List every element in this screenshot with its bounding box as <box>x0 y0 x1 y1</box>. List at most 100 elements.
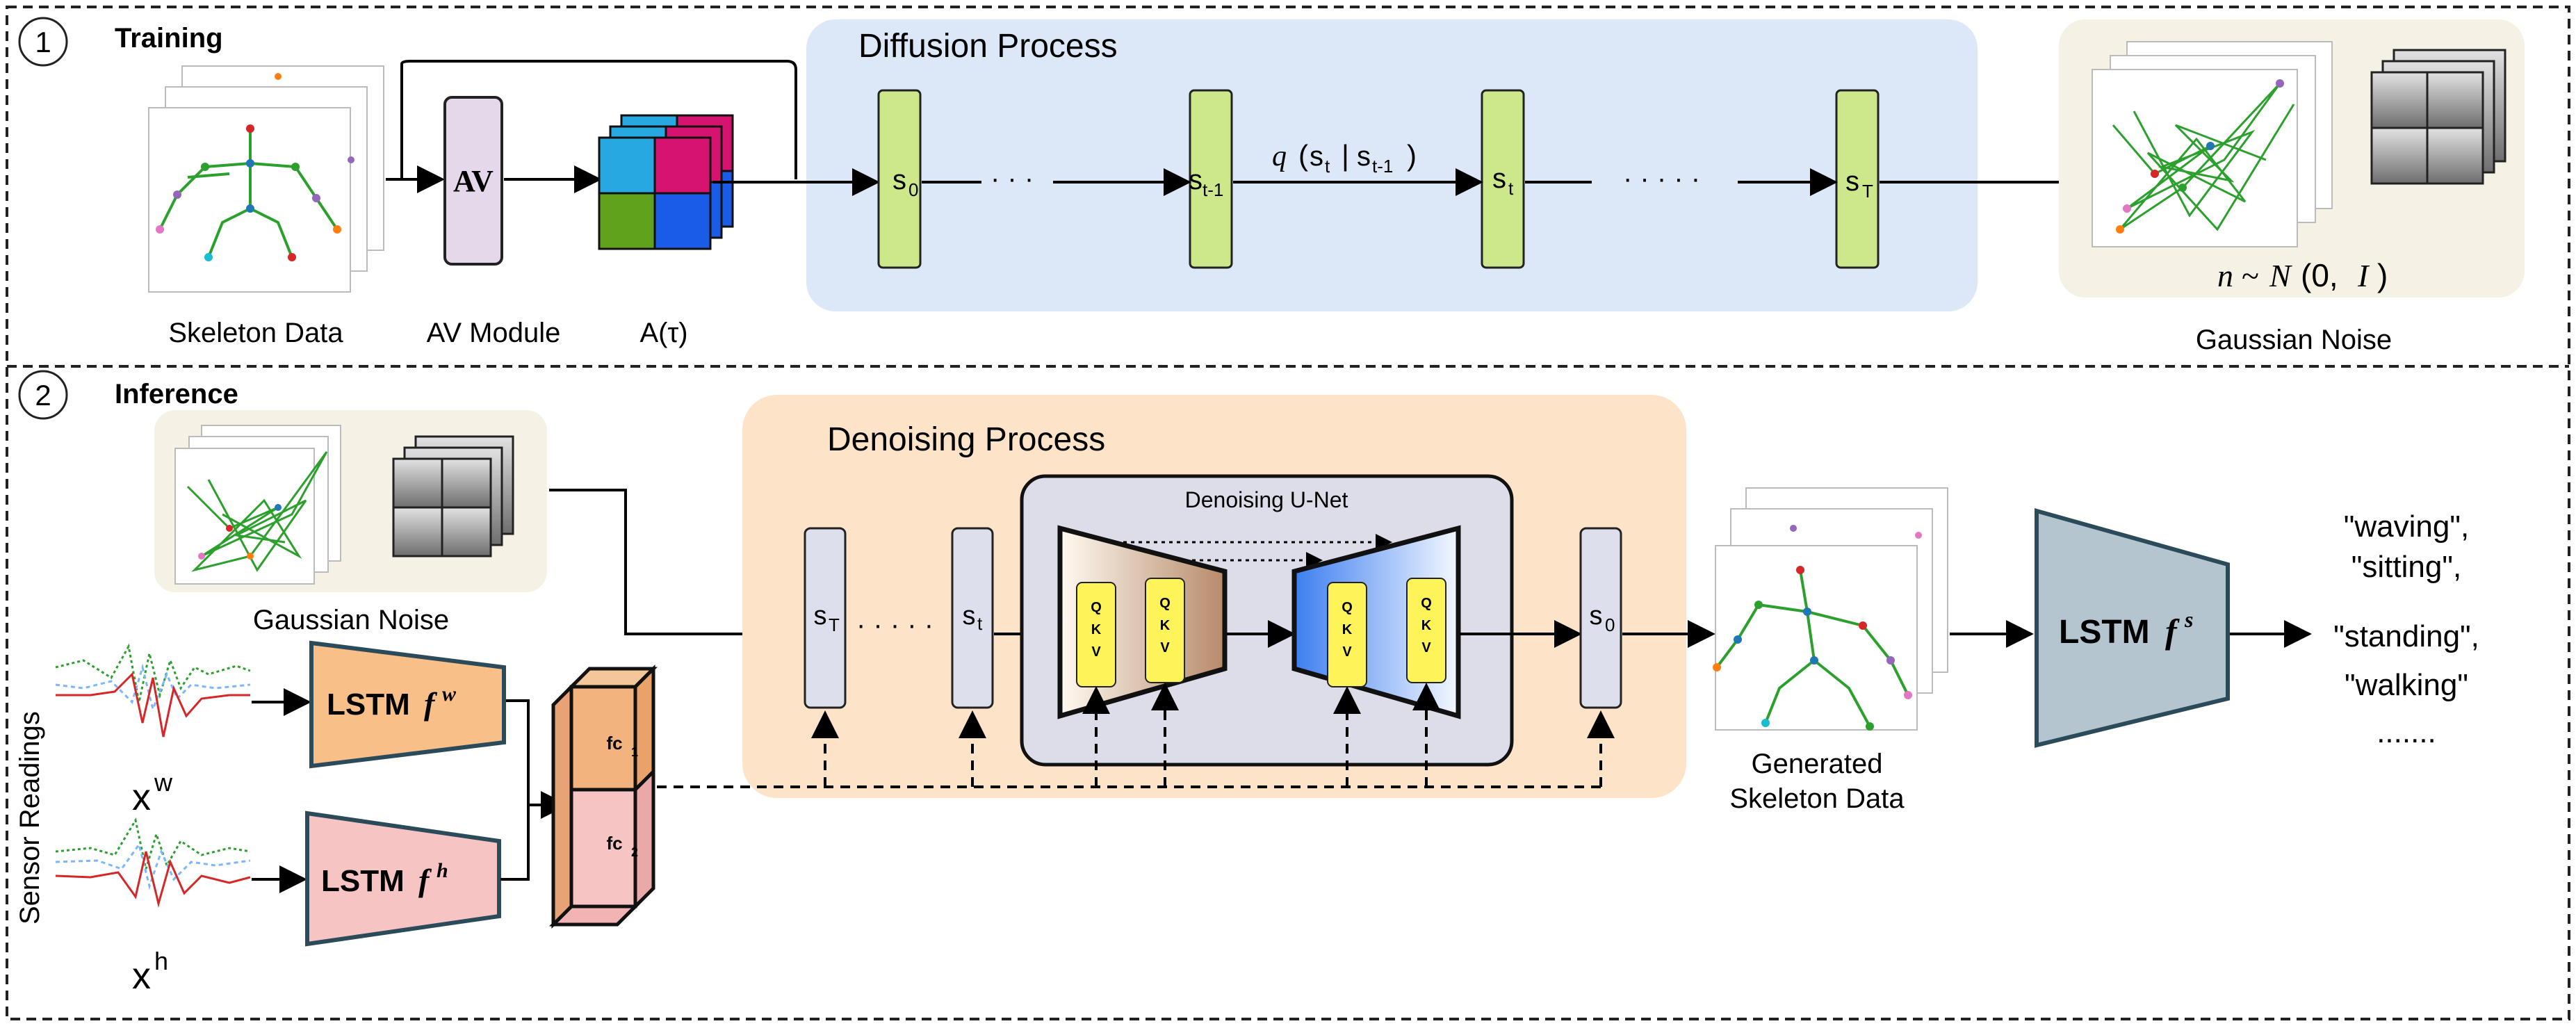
diffusion-state-s0: s 0 <box>877 89 922 269</box>
activity-label-3: "standing", <box>2333 619 2479 653</box>
av-block-label: AV <box>453 164 494 198</box>
svg-text:|: | <box>1342 139 1349 172</box>
activity-label-2: "sitting", <box>2351 550 2461 584</box>
svg-text:s: s <box>2184 607 2193 632</box>
diffusion-state-s-t-minus-1: s t-1 <box>1189 89 1233 269</box>
unet-title: Denoising U-Net <box>1185 487 1348 512</box>
svg-text:t-1: t-1 <box>1203 179 1223 200</box>
svg-text:LSTM: LSTM <box>2059 614 2150 651</box>
svg-text:s: s <box>963 601 976 630</box>
denoising-state-s0: s 0 <box>1579 527 1622 709</box>
generated-skeleton-stack <box>1713 487 1948 731</box>
outer-dashed-border <box>6 6 2570 1020</box>
svg-text:N: N <box>2269 258 2292 293</box>
diffusion-process-title: Diffusion Process <box>858 28 1118 65</box>
step-1-circle <box>18 17 68 67</box>
svg-text:t-1: t-1 <box>1372 156 1393 177</box>
step-2-circle <box>18 370 68 420</box>
svg-text:h: h <box>154 947 168 975</box>
svg-text:s: s <box>1492 163 1506 194</box>
generated-label-line1: Generated <box>1751 749 1882 779</box>
skip-connection-line <box>400 60 797 179</box>
svg-text:x: x <box>132 955 151 997</box>
skeleton-data-stack <box>148 65 384 293</box>
inference-gaussian-label: Gaussian Noise <box>253 605 449 635</box>
svg-text:w: w <box>442 683 457 706</box>
denoising-process-title: Denoising Process <box>827 421 1105 458</box>
svg-text:~: ~ <box>2242 258 2259 293</box>
inference-noise-tiles-stack <box>392 435 514 557</box>
svg-text:f: f <box>2165 612 2180 651</box>
step-2-number: 2 <box>35 379 51 412</box>
denoising-dots: · · · · · <box>856 610 934 640</box>
svg-text:0: 0 <box>908 179 918 200</box>
svg-text:q: q <box>1272 140 1287 172</box>
denoising-state-st: s t <box>951 527 994 709</box>
qkv-block-dec-1: Q K V <box>1327 582 1367 687</box>
svg-text:Q: Q <box>1091 600 1102 615</box>
noise-tiles-stack <box>2370 49 2506 185</box>
svg-text:Q: Q <box>1159 596 1171 611</box>
sensor-signal-w <box>55 643 251 738</box>
svg-text:s: s <box>814 601 827 630</box>
diffusion-state-sT: s T <box>1835 89 1880 269</box>
fc2-label: fc 2 <box>606 833 638 859</box>
diffusion-state-st: s t <box>1481 89 1525 269</box>
activity-label-4: "walking" <box>2345 668 2468 702</box>
svg-text:I: I <box>2357 258 2370 293</box>
svg-text:0: 0 <box>1605 614 1615 635</box>
lstm-fs-block: LSTM f s <box>2035 508 2230 748</box>
svg-text:): ) <box>2377 257 2388 293</box>
inference-title: Inference <box>115 379 238 409</box>
av-module-label: AV Module <box>427 318 561 348</box>
svg-text:K: K <box>1091 622 1102 637</box>
lstm-fh-block: LSTM f h <box>305 811 501 947</box>
qkv-block-dec-2: Q K V <box>1406 578 1446 683</box>
svg-text:fc: fc <box>606 733 622 754</box>
svg-text:T: T <box>829 614 840 635</box>
svg-text:T: T <box>1862 181 1873 202</box>
diffusion-process-panel <box>806 19 1978 311</box>
a-tau-cube-stack <box>598 114 734 250</box>
svg-text:t: t <box>977 613 983 634</box>
noisy-skeleton-stack <box>2092 41 2333 247</box>
svg-text:n: n <box>2217 258 2233 293</box>
lstm-fw-block: LSTM f w <box>309 640 506 769</box>
svg-text:Q: Q <box>1421 596 1432 611</box>
svg-text:t: t <box>1325 156 1330 177</box>
svg-text:1: 1 <box>631 745 638 759</box>
svg-text:(0,: (0, <box>2301 257 2338 293</box>
step-1-number: 1 <box>35 26 51 58</box>
svg-text:w: w <box>154 768 173 797</box>
skeleton-data-label: Skeleton Data <box>168 318 343 348</box>
skeleton-figure-icon <box>158 129 339 258</box>
svg-text:2: 2 <box>631 845 638 859</box>
diffusion-dots-2: · · · · · <box>1623 163 1700 194</box>
svg-text:K: K <box>1342 622 1353 637</box>
sensor-readings-label: Sensor Readings <box>15 711 45 925</box>
activity-label-5: ....... <box>2377 715 2436 749</box>
skeleton-joints <box>156 73 354 261</box>
svg-text:V: V <box>1160 640 1170 656</box>
diffusion-dots-1: · · · <box>991 163 1034 194</box>
a-tau-label: A(τ) <box>639 318 687 348</box>
svg-text:): ) <box>1407 139 1417 172</box>
generated-label-line2: Skeleton Data <box>1729 783 1905 814</box>
training-gaussian-label: Gaussian Noise <box>2196 325 2392 355</box>
svg-text:f: f <box>418 863 432 898</box>
svg-text:s: s <box>1845 166 1859 197</box>
svg-text:s: s <box>1189 165 1203 195</box>
svg-text:K: K <box>1160 618 1171 633</box>
svg-text:s: s <box>1357 141 1371 172</box>
arrow-fw-to-fc <box>506 699 569 819</box>
svg-text:x: x <box>132 776 151 818</box>
svg-text:K: K <box>1421 618 1432 633</box>
svg-text:s: s <box>1310 141 1323 172</box>
qkv-block-enc-2: Q K V <box>1145 578 1185 683</box>
transition-q-label: q ( s t | s t-1 ) <box>1272 139 1417 177</box>
svg-text:Q: Q <box>1342 600 1353 615</box>
svg-text:V: V <box>1342 644 1352 660</box>
svg-text:s: s <box>1590 601 1603 630</box>
svg-text:f: f <box>424 686 438 722</box>
